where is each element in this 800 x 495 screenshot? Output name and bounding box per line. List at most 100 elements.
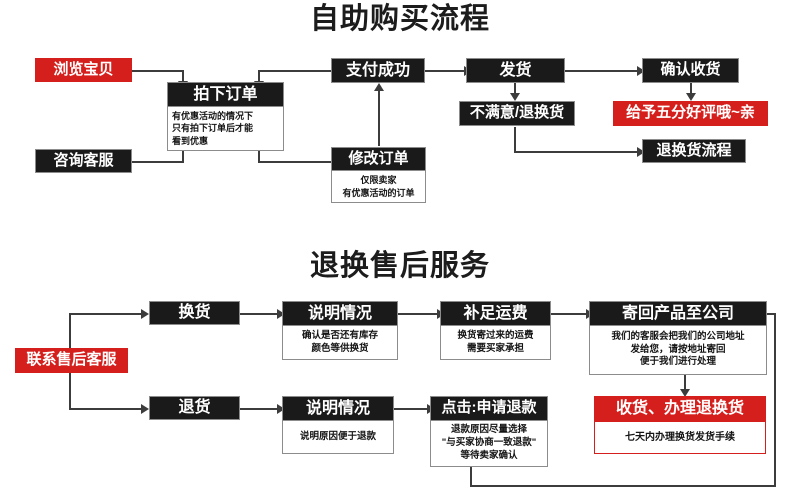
node-contact-cs-head: 咨询客服 <box>35 149 132 173</box>
connector-browse-to-place-order-v <box>182 70 184 83</box>
connector-apply-return-v1 <box>470 466 472 487</box>
node-modify-order-head: 修改订单 <box>331 147 426 171</box>
connector-modify-to-order-v <box>258 150 260 163</box>
connector-confirm-to-fivestar <box>690 83 692 95</box>
node-place-order[interactable]: 拍下订单 有优惠活动的情况下 只有拍下订单后才能 看到优惠 <box>167 82 284 151</box>
arrowhead-ship-to-unsatisfied <box>510 93 520 101</box>
connector-ship-to-confirm <box>564 70 640 72</box>
node-send-back-head: 寄回产品至公司 <box>589 301 767 326</box>
node-apply-refund-body-line-3: 等待卖家确认 <box>460 449 518 461</box>
connector-cs-to-place-order-v <box>182 150 184 163</box>
arrowhead-exchange-to-explain <box>277 309 285 319</box>
connector-explain-to-freight <box>398 313 440 315</box>
connector-unsatisfied-to-returnflow-h <box>514 151 640 153</box>
node-explain-refund-body-line-1: 说明原因便于退款 <box>299 430 376 442</box>
node-pay-freight-body-line-1: 换货寄过来的运费 <box>457 329 534 341</box>
arrowhead-confirm-to-fivestar <box>686 93 696 101</box>
connector-sendback-to-receive <box>684 375 686 391</box>
node-contact-aftersale-head: 联系售后客服 <box>15 348 128 373</box>
connector-unsatisfied-to-returnflow-v <box>514 127 516 153</box>
node-place-order-body-line-2: 只有拍下订单后才能 <box>172 123 254 134</box>
connector-pay-to-order-h <box>258 70 333 72</box>
section-title-aftersale: 退换售后服务 <box>309 250 490 282</box>
node-pay-freight-body-line-2: 需要买家承担 <box>466 342 524 354</box>
arrowhead-modify-to-pay <box>374 83 384 91</box>
node-receive-process-head: 收货、办理退换货 <box>594 396 766 422</box>
connector-cs-to-place-order-h <box>131 161 184 163</box>
connector-ship-to-unsatisfied <box>514 83 516 95</box>
connector-exchange-to-explain <box>239 313 280 315</box>
node-apply-refund-body: 退款原因尽量选择 "与买家协商一致退款" 等待卖家确认 <box>430 421 548 467</box>
node-unsatisfied-head: 不满意/退换货 <box>459 101 575 126</box>
node-receive-process[interactable]: 收货、办理退换货 七天内办理换货发货手续 <box>594 396 766 454</box>
node-explain-exchange-body-line-2: 颜色等供换货 <box>311 342 369 354</box>
node-pay-freight-head: 补足运费 <box>440 301 551 326</box>
connector-modify-to-order-h <box>258 161 333 163</box>
arrowhead-aftersale-to-refund <box>141 404 149 414</box>
connector-freight-to-sendback <box>551 313 589 315</box>
connector-return-into-sendback <box>766 313 776 315</box>
node-send-back-body-line-2: 发给您，请按地址寄回 <box>630 343 726 355</box>
node-modify-order[interactable]: 修改订单 仅限卖家 有优惠活动的订单 <box>331 147 426 203</box>
node-confirm-recv-head: 确认收货 <box>642 58 739 83</box>
node-send-back-body: 我们的客服会把我们的公司地址 发给您，请按地址寄回 便于我们进行处理 <box>589 326 767 375</box>
node-ship-head: 发货 <box>466 58 565 83</box>
arrowhead-aftersale-to-exchange <box>141 309 149 319</box>
connector-aftersale-to-refund <box>69 408 144 410</box>
node-explain-exchange[interactable]: 说明情况 确认是否还有库存 颜色等供换货 <box>282 301 398 360</box>
node-pay-freight[interactable]: 补足运费 换货寄过来的运费 需要买家承担 <box>440 301 551 360</box>
connector-explainrefund-to-apply <box>394 408 430 410</box>
connector-aftersale-to-exchange <box>69 313 144 315</box>
node-modify-order-body-line-2: 有优惠活动的订单 <box>342 187 415 198</box>
node-receive-process-body-line-1: 七天内办理换货发货手续 <box>625 431 735 443</box>
node-explain-exchange-body: 确认是否还有库存 颜色等供换货 <box>282 326 398 360</box>
node-place-order-body-line-3: 看到优惠 <box>172 135 209 146</box>
node-browse-head: 浏览宝贝 <box>35 58 132 82</box>
node-confirm-recv[interactable]: 确认收货 <box>642 58 739 83</box>
connector-pay-to-ship <box>424 70 467 72</box>
node-exchange-head: 换货 <box>149 301 240 325</box>
node-return-flow[interactable]: 退换货流程 <box>642 139 746 163</box>
node-pay-success[interactable]: 支付成功 <box>331 58 425 83</box>
node-apply-refund-body-line-2: "与买家协商一致退款" <box>441 437 537 449</box>
node-return-flow-head: 退换货流程 <box>642 139 746 163</box>
node-send-back[interactable]: 寄回产品至公司 我们的客服会把我们的公司地址 发给您，请按地址寄回 便于我们进行… <box>589 301 767 375</box>
node-contact-cs[interactable]: 咨询客服 <box>35 149 132 173</box>
node-unsatisfied[interactable]: 不满意/退换货 <box>459 101 575 126</box>
arrowhead-sendback-to-receive <box>680 389 690 397</box>
node-contact-aftersale[interactable]: 联系售后客服 <box>15 348 128 373</box>
node-place-order-body: 有优惠活动的情况下 只有拍下订单后才能 看到优惠 <box>167 107 284 151</box>
arrowhead-refund-to-explain <box>277 404 285 414</box>
connector-refund-to-explain <box>239 408 280 410</box>
node-receive-process-body: 七天内办理换货发货手续 <box>594 422 766 454</box>
section-title-purchase: 自助购买流程 <box>309 3 490 35</box>
node-ship[interactable]: 发货 <box>466 58 565 83</box>
node-place-order-head: 拍下订单 <box>167 82 284 107</box>
node-place-order-body-line-1: 有优惠活动的情况下 <box>172 111 254 122</box>
node-explain-exchange-body-line-1: 确认是否还有库存 <box>301 329 378 341</box>
node-exchange[interactable]: 换货 <box>149 301 240 325</box>
node-apply-refund-body-line-1: 退款原因尽量选择 <box>450 424 527 436</box>
arrowhead-unsatisfied-to-returnflow <box>637 147 645 157</box>
connector-browse-to-place-order-h <box>131 70 184 72</box>
connector-modify-to-pay-v <box>378 90 380 146</box>
node-apply-refund-head: 点击:申请退款 <box>430 396 548 421</box>
node-explain-exchange-head: 说明情况 <box>282 301 398 326</box>
node-modify-order-body: 仅限卖家 有优惠活动的订单 <box>331 171 426 203</box>
node-send-back-body-line-3: 便于我们进行处理 <box>639 356 716 368</box>
connector-pay-to-order-v <box>258 70 260 83</box>
node-five-star[interactable]: 给予五分好评哦~亲 <box>613 101 768 126</box>
node-explain-refund-body: 说明原因便于退款 <box>282 421 394 454</box>
node-explain-refund-head: 说明情况 <box>282 396 394 421</box>
node-apply-refund[interactable]: 点击:申请退款 退款原因尽量选择 "与买家协商一致退款" 等待卖家确认 <box>430 396 548 467</box>
connector-apply-return-h <box>470 485 776 487</box>
node-browse[interactable]: 浏览宝贝 <box>35 58 132 82</box>
node-refund[interactable]: 退货 <box>149 396 240 420</box>
node-explain-refund[interactable]: 说明情况 说明原因便于退款 <box>282 396 394 454</box>
node-five-star-head: 给予五分好评哦~亲 <box>613 101 768 126</box>
node-pay-freight-body: 换货寄过来的运费 需要买家承担 <box>440 326 551 360</box>
arrowhead-ship-to-confirm <box>637 66 645 76</box>
node-pay-success-head: 支付成功 <box>331 58 425 83</box>
node-refund-head: 退货 <box>149 396 240 420</box>
